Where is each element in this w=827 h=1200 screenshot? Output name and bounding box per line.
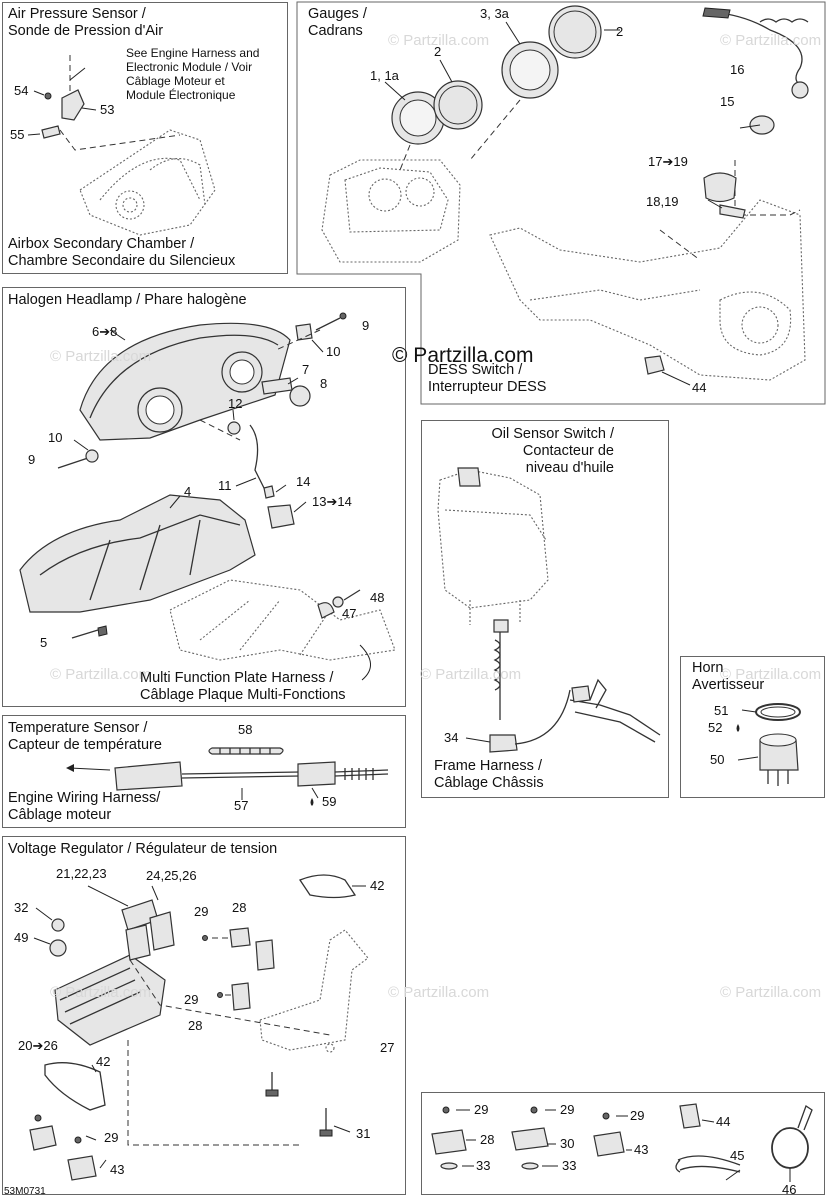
callout: 5: [40, 635, 48, 650]
callout: 1, 1a: [370, 68, 399, 83]
callout: 2: [616, 24, 624, 39]
callout: 58: [238, 722, 253, 737]
callout-group: 6➔8: [92, 324, 118, 339]
callout: 29: [560, 1102, 575, 1117]
air-pressure-title: Air Pressure Sensor / Sonde de Pression …: [8, 6, 164, 39]
callout: 48: [370, 590, 385, 605]
callout: 34: [444, 730, 459, 745]
callout: 28: [232, 900, 247, 915]
callout: 33: [562, 1158, 577, 1173]
airbox-label: Airbox Secondary Chamber / Chambre Secon…: [8, 236, 236, 269]
callout: 29: [194, 904, 209, 919]
callout: 9: [28, 452, 36, 467]
callout: 47: [342, 606, 357, 621]
gauges-title: Gauges / Cadrans: [308, 6, 367, 39]
callout: 45: [730, 1148, 745, 1163]
watermark: © Partzilla.com: [420, 666, 522, 683]
engine-harness-label: Engine Wiring Harness/ Câblage moteur: [8, 790, 161, 823]
hardware-panel: [421, 1092, 825, 1195]
air-pressure-sensor-panel: [2, 2, 288, 274]
watermark: © Partzilla.com: [50, 348, 152, 365]
callout: 2: [434, 44, 442, 59]
callout: 27: [380, 1040, 395, 1055]
callout: 11: [218, 478, 232, 493]
callout: 43: [634, 1142, 649, 1157]
callout: 51: [714, 703, 729, 718]
watermark: © Partzilla.com: [720, 666, 822, 683]
callout: 29: [104, 1130, 119, 1145]
watermark: © Partzilla.com: [720, 32, 822, 49]
callout: 55: [10, 127, 25, 142]
watermark: © Partzilla.com: [50, 984, 152, 1001]
callout: 32: [14, 900, 29, 915]
callout: 10: [326, 344, 341, 359]
callout: 3, 3a: [480, 6, 509, 21]
dess-title: DESS Switch / Interrupteur DESS: [428, 362, 547, 395]
watermark: © Partzilla.com: [388, 32, 490, 49]
callout: 46: [782, 1182, 797, 1197]
callout: 29: [184, 992, 199, 1007]
callout: 4: [184, 484, 192, 499]
horn-title: Horn Avertisseur: [692, 660, 765, 693]
temperature-title: Temperature Sensor / Capteur de températ…: [8, 720, 162, 753]
callout: 14: [296, 474, 311, 489]
callout: 29: [474, 1102, 489, 1117]
callout: 9: [362, 318, 370, 333]
callout: 33: [476, 1158, 491, 1173]
brand-logo: © Partzilla.com: [392, 344, 534, 367]
callout: 42: [96, 1054, 111, 1069]
callout: 53: [100, 102, 115, 117]
callout: 24,25,26: [146, 868, 197, 883]
callout: 54: [14, 83, 29, 98]
callout: 52: [708, 720, 723, 735]
oil-sensor-title: Oil Sensor Switch / Contacteur de niveau…: [491, 426, 615, 476]
watermark: © Partzilla.com: [388, 984, 490, 1001]
callout: 15: [720, 94, 735, 109]
callout: 10: [48, 430, 63, 445]
callout: 21,22,23: [56, 866, 107, 881]
callout: 49: [14, 930, 29, 945]
callout: 12: [228, 396, 243, 411]
callout: 43: [110, 1162, 125, 1177]
air-pressure-note: See Engine Harness and Electronic Module…: [126, 46, 260, 102]
callout: 8: [320, 376, 328, 391]
callout: 28: [188, 1018, 203, 1033]
callout-group: 17➔19: [648, 154, 688, 169]
voltage-regulator-title: Voltage Regulator / Régulateur de tensio…: [8, 841, 278, 857]
callout: 7: [302, 362, 310, 377]
callout: 28: [480, 1132, 495, 1147]
callout: 57: [234, 798, 249, 813]
diagram-code: 53M0731: [4, 1186, 46, 1197]
callout: 44: [716, 1114, 731, 1129]
callout: 16: [730, 62, 745, 77]
watermark: © Partzilla.com: [50, 666, 152, 683]
callout: 59: [322, 794, 337, 809]
callout: 44: [692, 380, 707, 395]
frame-harness-label: Frame Harness / Câblage Châssis: [434, 758, 544, 791]
callout: 42: [370, 878, 385, 893]
multi-function-harness-label: Multi Function Plate Harness / Câblage P…: [140, 670, 346, 703]
callout-group: 13➔14: [312, 494, 352, 509]
callout: 31: [356, 1126, 371, 1141]
callout: 29: [630, 1108, 645, 1123]
watermark: © Partzilla.com: [720, 984, 822, 1001]
headlamp-title: Halogen Headlamp / Phare halogène: [8, 292, 247, 308]
callout: 50: [710, 752, 725, 767]
horn-panel: [680, 656, 825, 798]
callout: 18,19: [646, 194, 679, 209]
callout-group: 20➔26: [18, 1038, 58, 1053]
callout: 30: [560, 1136, 575, 1151]
